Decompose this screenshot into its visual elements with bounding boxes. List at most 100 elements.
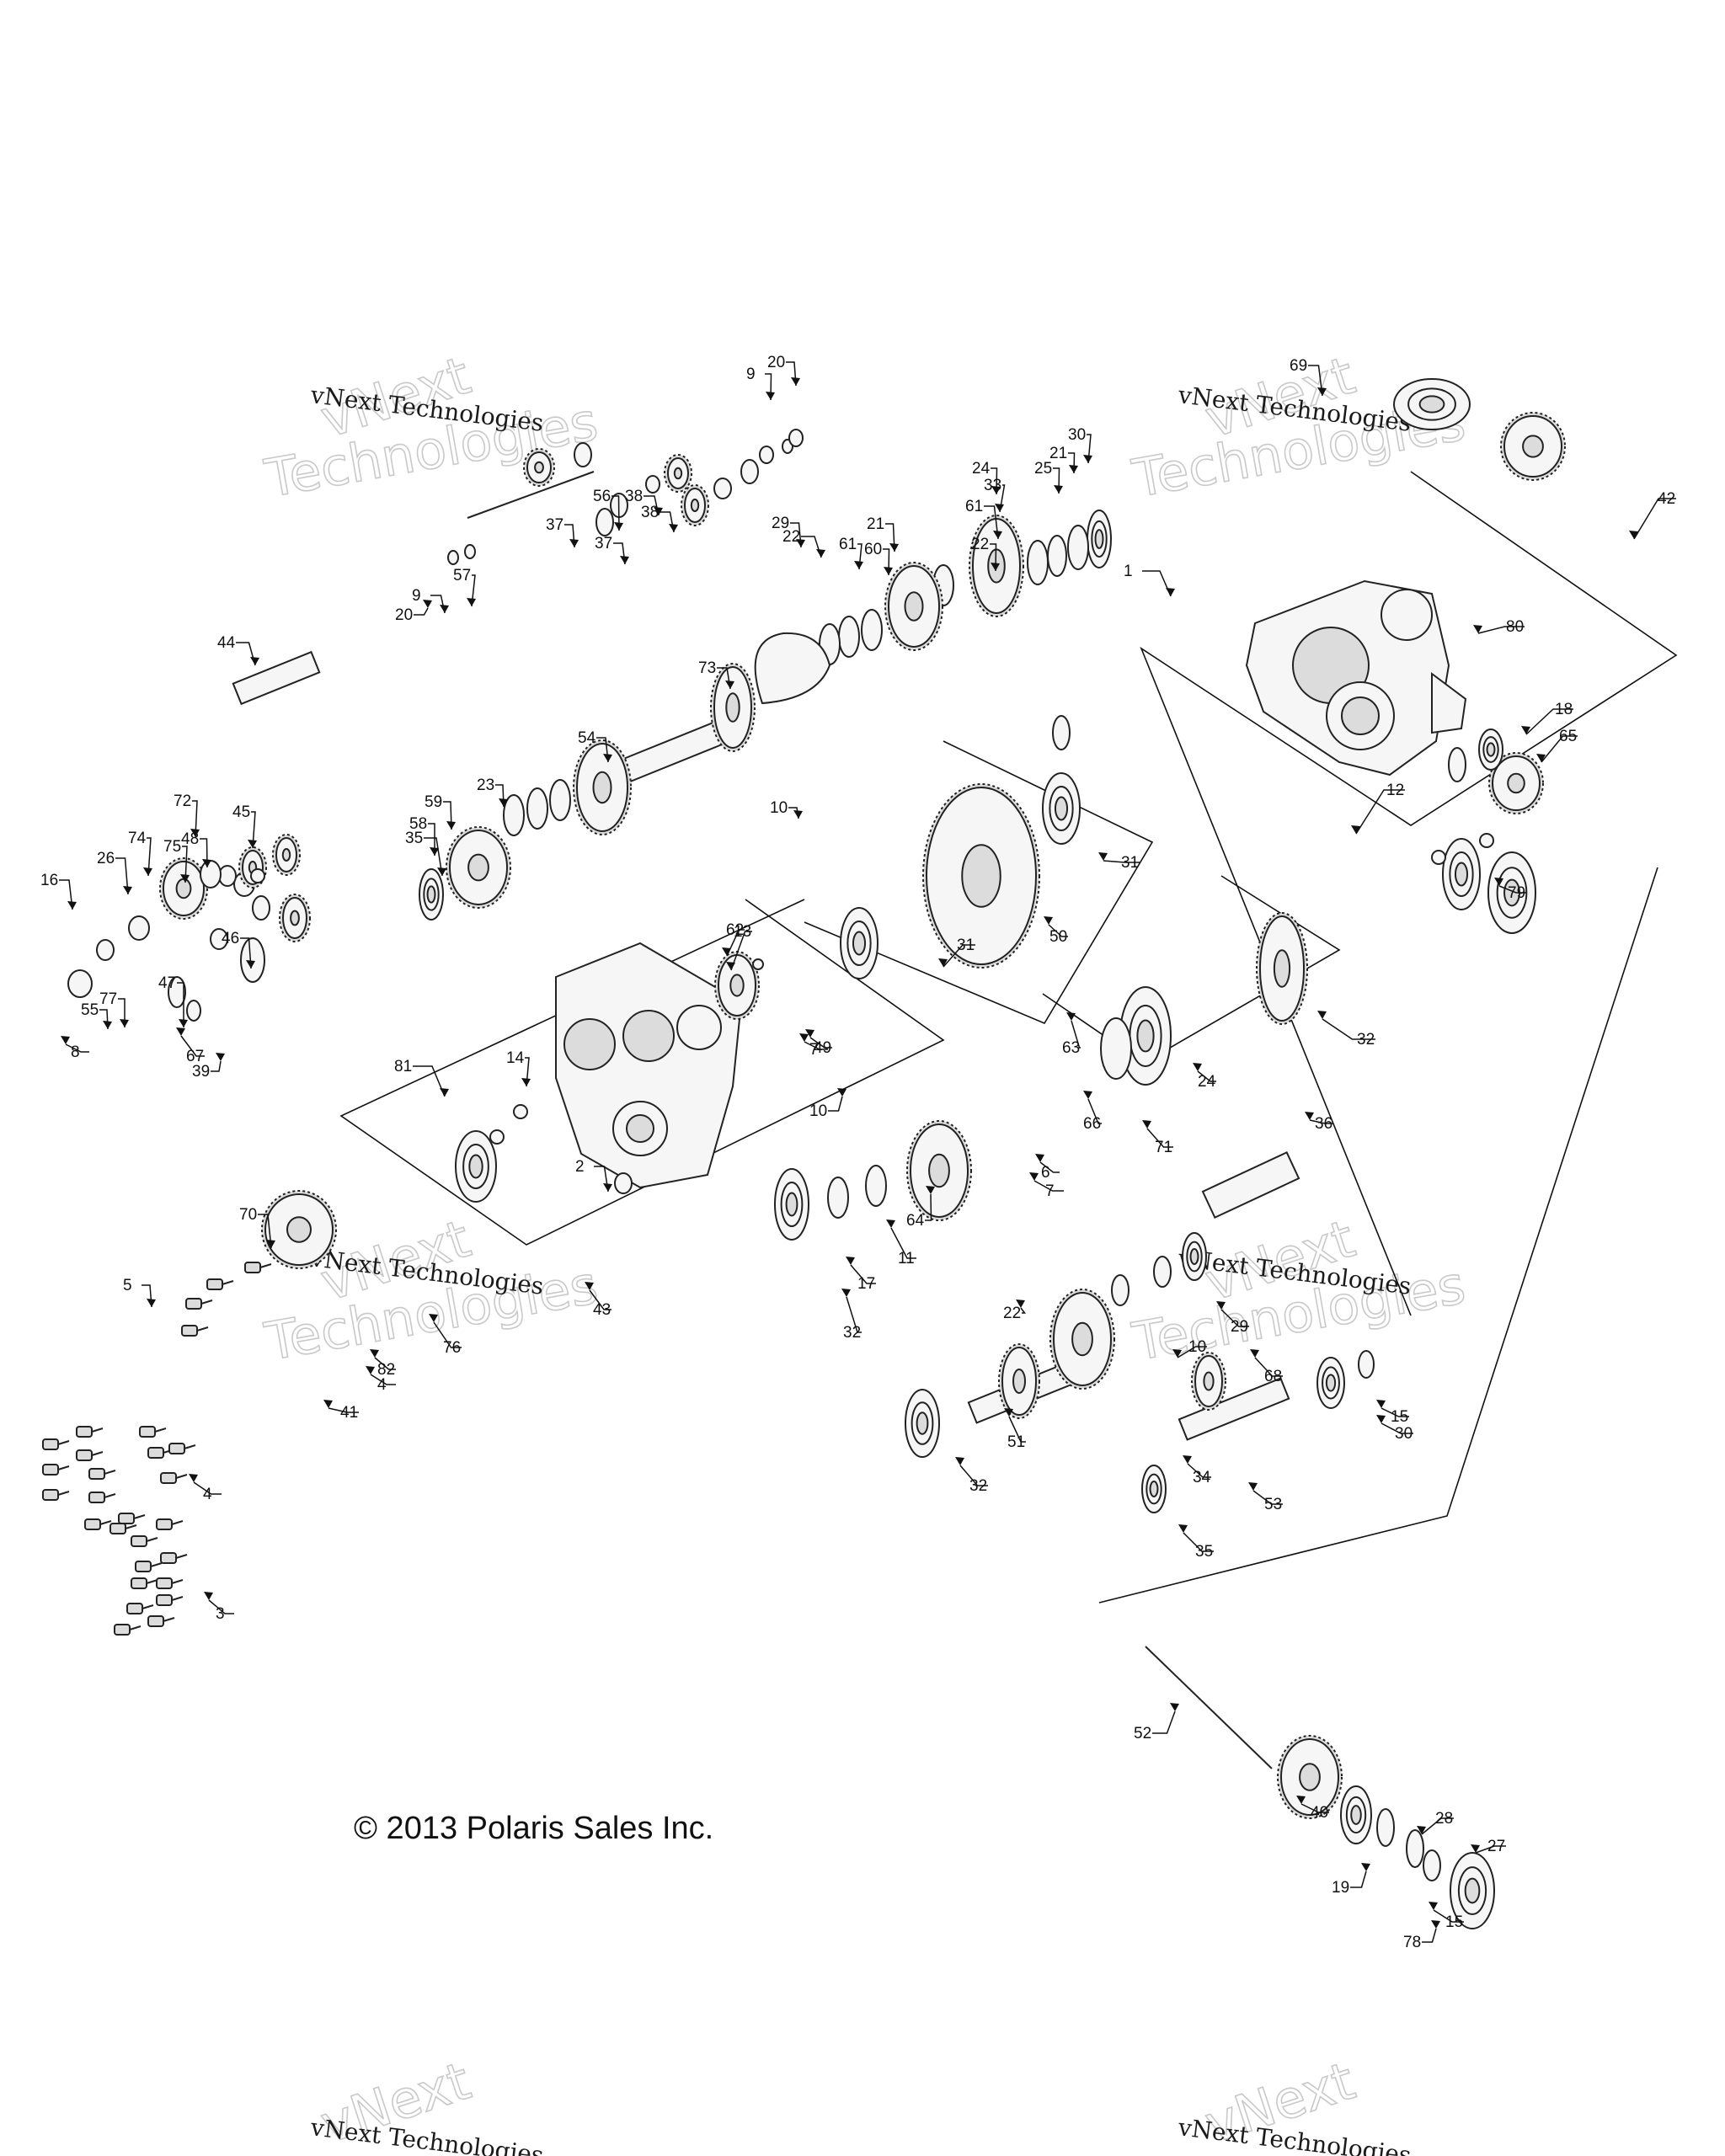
bolt-part — [168, 1443, 196, 1454]
callout-number: 56 — [593, 488, 611, 505]
callout-55: 55 — [81, 1001, 112, 1030]
callout-47: 47 — [158, 974, 188, 1027]
callout-number: 66 — [1083, 1115, 1101, 1133]
callout-number: 77 — [99, 990, 117, 1008]
callout-66: 66 — [1083, 1091, 1102, 1133]
gear-part — [1191, 1352, 1226, 1411]
callout-78: 78 — [1403, 1920, 1440, 1951]
callout-number: 75 — [163, 838, 181, 856]
parts-layer — [42, 378, 1566, 1929]
callout-number: 47 — [158, 974, 176, 992]
gear-part — [1256, 912, 1308, 1025]
ring-part — [752, 958, 764, 970]
bolt-part — [156, 1594, 184, 1606]
ring-part — [861, 609, 883, 651]
frame-output-link — [1098, 867, 1658, 1604]
gear-part — [906, 1120, 972, 1221]
callout-number: 23 — [477, 776, 494, 794]
callout-3: 3 — [204, 1592, 234, 1623]
ring-part — [1100, 1017, 1132, 1080]
ring-part — [168, 976, 186, 1008]
case-housing-right — [1245, 579, 1467, 776]
callout-number: 37 — [546, 516, 563, 534]
callout-34: 34 — [1183, 1455, 1211, 1486]
ring-part — [740, 459, 759, 484]
callout-43: 43 — [585, 1282, 611, 1319]
callout-59: 59 — [425, 793, 456, 830]
bolt-part — [206, 1278, 234, 1290]
callout-79: 79 — [1494, 878, 1526, 902]
callout-51: 51 — [1004, 1408, 1026, 1451]
ring-part — [759, 446, 774, 464]
ring-part — [827, 1177, 849, 1219]
callout-77: 77 — [99, 990, 129, 1027]
ring-part — [1376, 1808, 1395, 1847]
bolt-part — [42, 1489, 70, 1501]
ring-part — [549, 779, 571, 821]
callout-60: 60 — [864, 541, 893, 576]
callout-18: 18 — [1521, 701, 1573, 735]
ring-part — [574, 442, 592, 467]
callout-12: 12 — [1351, 782, 1405, 835]
callout-number: 6 — [1041, 1164, 1050, 1182]
callout-number: 81 — [394, 1058, 412, 1075]
gear-part — [1488, 752, 1544, 814]
callout-21: 21 — [867, 515, 899, 552]
callout-number: 37 — [595, 535, 612, 552]
callout-7: 7 — [1029, 1172, 1064, 1200]
bolt-part — [160, 1552, 188, 1564]
callout-13: 13 — [726, 923, 752, 971]
ring-part — [1406, 1829, 1424, 1868]
callout-29: 29 — [1216, 1301, 1249, 1336]
gear-part — [446, 826, 511, 909]
callout-37: 37 — [546, 516, 579, 548]
bearing-part — [840, 907, 879, 979]
ring-part — [1027, 540, 1049, 585]
bearing-part — [419, 868, 444, 921]
bolt-part — [139, 1426, 167, 1438]
callout-number: 46 — [222, 930, 239, 947]
callout-number: 21 — [1049, 445, 1067, 462]
callout-82: 82 — [370, 1349, 396, 1379]
callout-30: 30 — [1068, 426, 1092, 464]
callout-81: 81 — [394, 1058, 449, 1097]
callout-30: 30 — [1376, 1415, 1413, 1443]
bolt-part — [114, 1624, 142, 1636]
ring-part — [96, 939, 115, 961]
callout-number: 11 — [898, 1250, 915, 1267]
callout-22: 22 — [971, 536, 1000, 572]
callout-number: 20 — [395, 606, 413, 624]
callout-2: 2 — [575, 1158, 612, 1193]
callout-8: 8 — [61, 1036, 89, 1061]
callout-number: 39 — [192, 1063, 210, 1081]
callout-number: 24 — [1198, 1073, 1216, 1091]
callout-68: 68 — [1250, 1349, 1283, 1385]
callout-number: 65 — [1559, 728, 1577, 745]
callout-number: 17 — [857, 1275, 875, 1293]
watermark-bottom-left: vNext vNext Technologies — [308, 2049, 545, 2156]
callout-37: 37 — [595, 535, 629, 565]
gear-part — [664, 454, 692, 493]
callout-number: 10 — [809, 1102, 827, 1120]
bearing-part — [774, 1168, 809, 1241]
gear-part — [681, 484, 709, 526]
bearing-part — [1119, 986, 1172, 1086]
callout-number: 35 — [405, 830, 423, 847]
callout-number: 60 — [864, 541, 882, 558]
callout-number: 5 — [123, 1277, 132, 1294]
callout-number: 31 — [1121, 854, 1139, 872]
callout-number: 76 — [443, 1339, 461, 1357]
callout-number: 64 — [906, 1212, 925, 1230]
bearing-part — [1393, 378, 1471, 430]
callout-number: 19 — [1332, 1879, 1349, 1897]
callout-number: 9 — [746, 366, 756, 383]
callout-number: 25 — [1034, 460, 1052, 478]
gear-part — [1500, 412, 1566, 481]
ring-part — [447, 550, 459, 565]
callout-75: 75 — [163, 838, 190, 883]
callout-number: 80 — [1506, 618, 1524, 636]
callout-52: 52 — [1134, 1703, 1179, 1742]
callout-number: 4 — [377, 1376, 387, 1394]
bolt-part — [76, 1426, 104, 1438]
callout-14: 14 — [506, 1049, 531, 1087]
